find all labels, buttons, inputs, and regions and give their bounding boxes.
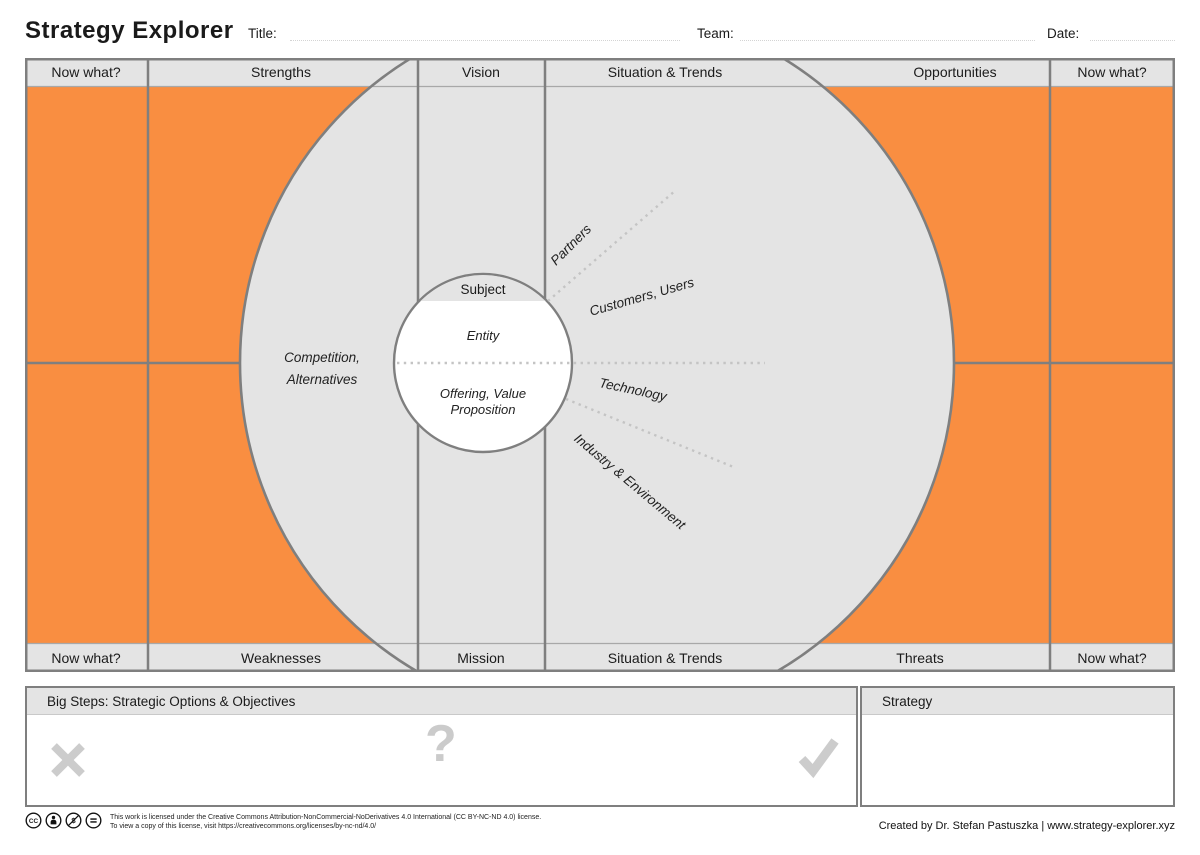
cc-icon: CC: [25, 812, 42, 829]
vision-area[interactable]: [418, 86, 545, 274]
title-label: Title:: [248, 26, 277, 41]
threats-label: Threats: [896, 650, 943, 666]
main-canvas: Now what? Strengths Vision Situation & T…: [25, 4, 1175, 722]
check-icon: [798, 738, 839, 779]
situation-trends-top-area[interactable]: [545, 86, 797, 363]
question-icon: ?: [425, 715, 457, 773]
offering-label-line1: Offering, Value: [440, 386, 526, 401]
entity-area[interactable]: [419, 304, 547, 360]
cross-icon: [51, 743, 85, 777]
subject-label: Subject: [460, 282, 505, 297]
competition-label-line2: Alternatives: [286, 372, 358, 387]
strategy-panel[interactable]: Strategy: [860, 686, 1175, 807]
canvas-svg: Now what? Strengths Vision Situation & T…: [25, 4, 1175, 722]
situation-trends-bottom-area[interactable]: [545, 363, 797, 644]
competition-label-line1: Competition,: [284, 350, 360, 365]
weaknesses-label: Weaknesses: [241, 650, 321, 666]
subject-circle: [392, 272, 574, 454]
mission-area[interactable]: [418, 456, 545, 644]
entity-label: Entity: [467, 328, 501, 343]
band-now-what-bottom-left: [25, 644, 148, 672]
weaknesses-area[interactable]: [148, 363, 415, 644]
now-what-bottom-left-label: Now what?: [51, 650, 120, 666]
strategy-title: Strategy: [882, 693, 933, 709]
title-field-line[interactable]: [290, 40, 680, 41]
date-label: Date:: [1047, 26, 1080, 41]
credit-text: Created by Dr. Stefan Pastuszka | www.st…: [878, 820, 1175, 832]
noncommercial-icon: $: [65, 812, 82, 829]
offering-label-line2: Proposition: [450, 402, 515, 417]
noderivatives-icon: [85, 812, 102, 829]
big-steps-header: Big Steps: Strategic Options & Objective…: [27, 688, 856, 715]
license-text: This work is licensed under the Creative…: [110, 813, 541, 831]
mission-label: Mission: [457, 650, 504, 666]
attribution-icon: [45, 812, 62, 829]
big-steps-panel[interactable]: Big Steps: Strategic Options & Objective…: [25, 686, 858, 807]
svg-text:CC: CC: [29, 818, 39, 825]
opportunities-label: Opportunities: [913, 64, 996, 80]
license-line2: To view a copy of this license, visit ht…: [110, 823, 377, 830]
now-what-bottom-right-area[interactable]: [1050, 363, 1175, 644]
now-what-top-right-label: Now what?: [1077, 64, 1146, 80]
now-what-top-right-area[interactable]: [1050, 86, 1175, 363]
strengths-area[interactable]: [148, 86, 415, 363]
team-label: Team:: [697, 26, 734, 41]
situation-trends-top-label: Situation & Trends: [608, 64, 722, 80]
license-line1: This work is licensed under the Creative…: [110, 814, 542, 821]
now-what-bottom-left-area[interactable]: [25, 363, 148, 644]
big-steps-title: Big Steps: Strategic Options & Objective…: [47, 693, 296, 709]
band-mission: [418, 644, 545, 672]
now-what-bottom-right-label: Now what?: [1077, 650, 1146, 666]
strengths-label: Strengths: [251, 64, 311, 80]
strategy-header: Strategy: [862, 688, 1173, 715]
opportunities-area[interactable]: [797, 86, 1050, 363]
date-field-line[interactable]: [1090, 40, 1175, 41]
threats-area[interactable]: [797, 363, 1050, 644]
now-what-top-left-label: Now what?: [51, 64, 120, 80]
now-what-top-left-area[interactable]: [25, 86, 148, 363]
license-icons: CC $: [25, 812, 102, 829]
band-now-what-bottom-right: [1050, 644, 1175, 672]
band-now-what-top-right: [1050, 58, 1175, 86]
canvas-border: [25, 58, 1175, 672]
partners-axis-line: [547, 189, 677, 302]
vision-label: Vision: [462, 64, 500, 80]
team-field-line[interactable]: [740, 40, 1035, 41]
page-title: Strategy Explorer: [25, 17, 234, 44]
offering-area[interactable]: [419, 368, 547, 428]
situation-trends-bottom-label: Situation & Trends: [608, 650, 722, 666]
band-now-what-top-left: [25, 58, 148, 86]
